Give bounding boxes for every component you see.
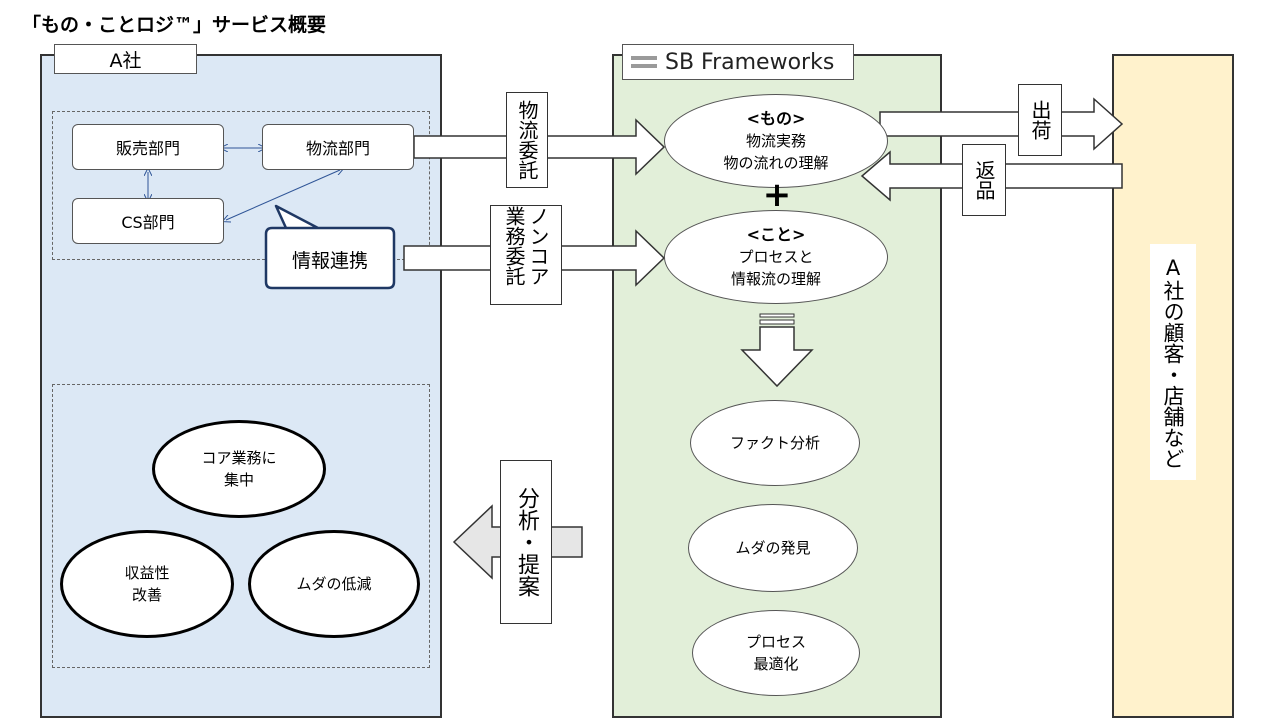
noncore-outsourcing-label: ノンコア業務委託 (490, 205, 562, 305)
muda-discovery-ellipse: ムダの発見 (688, 504, 858, 592)
plus-sign: + (762, 175, 792, 215)
mono-heading: <もの> (746, 109, 806, 128)
cs-department: CS部門 (72, 198, 224, 244)
mono-body: 物流実務 物の流れの理解 (723, 132, 829, 172)
logistics-outsourcing-label: 物流委託 (506, 92, 548, 188)
results-group (52, 384, 430, 668)
departments-group (52, 111, 430, 260)
returns-label: 返品 (962, 144, 1006, 216)
koto-heading: <こと> (746, 225, 806, 244)
koto-body: プロセスと 情報流の理解 (730, 248, 821, 288)
logistics-department: 物流部門 (262, 124, 414, 170)
core-focus-ellipse: コア業務に 集中 (152, 420, 326, 518)
logo-bars-icon (631, 56, 657, 68)
fact-analysis-ellipse: ファクト分析 (690, 400, 860, 486)
info-callout (264, 204, 396, 290)
process-optimization-ellipse: プロセス 最適化 (692, 610, 860, 696)
koto-ellipse: <こと> プロセスと 情報流の理解 (664, 210, 888, 304)
down-arrow-stripe-2 (759, 319, 795, 325)
info-callout-text: 情報連携 (291, 249, 368, 272)
page-title: 「もの・ことロジ™」サービス概要 (22, 14, 327, 36)
shipping-label: 出荷 (1018, 84, 1062, 156)
shipping-arrow (879, 97, 1124, 151)
company-a-label: A社 (54, 44, 197, 74)
logo-text: SB Frameworks (665, 49, 835, 75)
down-arrow-stripe-1 (759, 313, 795, 318)
down-arrow (740, 326, 814, 388)
sales-department: 販売部門 (72, 124, 224, 170)
sbf-logo: SB Frameworks (622, 44, 854, 80)
customer-label: A社の顧客・店舗など (1150, 244, 1196, 480)
waste-reduction-ellipse: ムダの低減 (248, 530, 420, 638)
analysis-proposal-label: 分析・提案 (500, 460, 552, 624)
profit-improvement-ellipse: 収益性 改善 (60, 530, 234, 638)
mono-ellipse: <もの> 物流実務 物の流れの理解 (664, 94, 888, 188)
cs-logistics-connector (226, 170, 340, 220)
